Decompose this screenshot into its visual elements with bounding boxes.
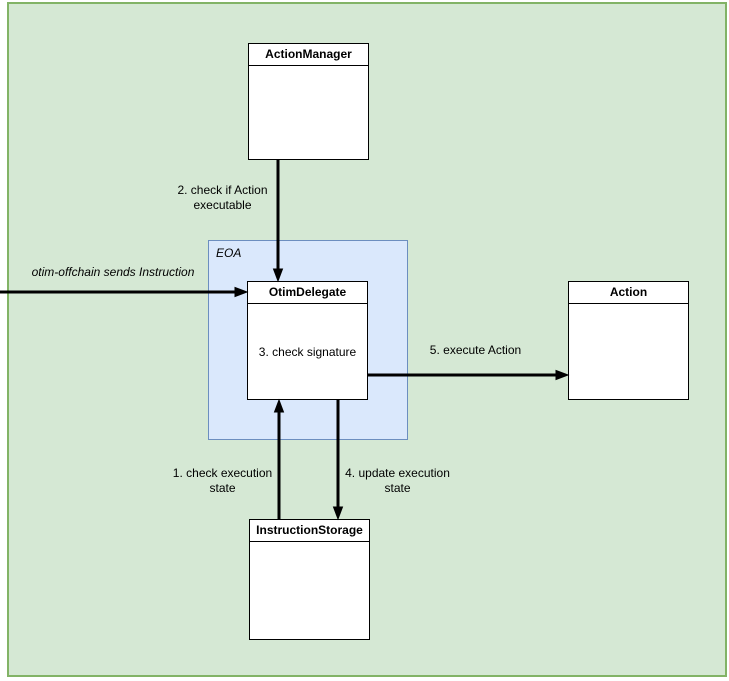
node-title: ActionManager bbox=[249, 44, 368, 66]
node-action: Action bbox=[568, 281, 689, 400]
node-otim-delegate: OtimDelegate 3. check signature bbox=[247, 281, 368, 400]
node-title: Action bbox=[569, 282, 688, 304]
node-title: InstructionStorage bbox=[250, 520, 369, 542]
edge-label-check-execution-state: 1. check execution state bbox=[172, 466, 273, 495]
edge-label-execute-action: 5. execute Action bbox=[429, 343, 522, 357]
edge-label-check-if-action-executable: 2. check if Action executable bbox=[177, 183, 268, 212]
node-body bbox=[569, 304, 688, 399]
edge-label-send-instruction: otim-offchain sends Instruction bbox=[31, 265, 195, 279]
node-title: OtimDelegate bbox=[248, 282, 367, 304]
node-action-manager: ActionManager bbox=[248, 43, 369, 160]
node-body-text: 3. check signature bbox=[258, 344, 357, 359]
eoa-label: EOA bbox=[216, 246, 242, 260]
node-instruction-storage: InstructionStorage bbox=[249, 519, 370, 640]
node-body bbox=[250, 542, 369, 639]
edge-label-update-execution-state: 4. update execution state bbox=[345, 466, 450, 495]
node-body bbox=[249, 66, 368, 159]
